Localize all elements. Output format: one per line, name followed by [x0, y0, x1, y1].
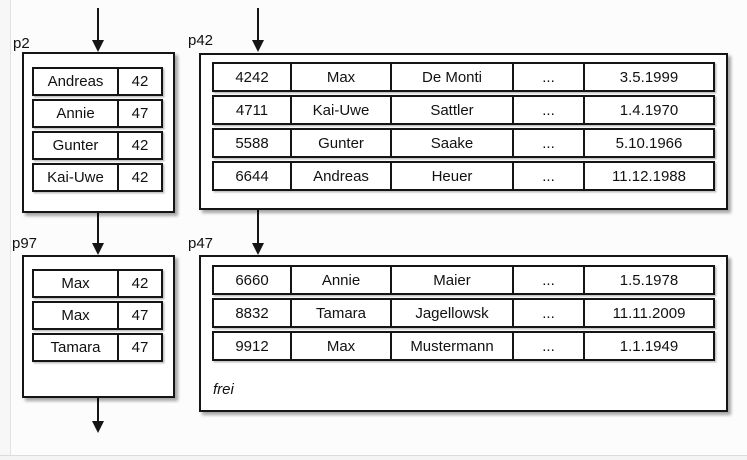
- table-cell: 11.11.2009: [583, 300, 713, 326]
- table-cell: Kai-Uwe: [47, 169, 104, 186]
- slide-left-edge-line: [10, 0, 11, 455]
- table-cell: 9912: [235, 337, 269, 355]
- slide-bottom-strip: [0, 456, 747, 460]
- table-cell: ...: [512, 97, 583, 123]
- table-cell: ...: [512, 64, 583, 90]
- arrow-p2-to-p97-head: [92, 243, 104, 255]
- table-cell: 42: [117, 133, 161, 158]
- arrow-into-p42-head: [252, 40, 264, 52]
- slide-bottom-edge-line: [0, 455, 747, 456]
- table-cell: 5.10.1966: [583, 130, 713, 156]
- table-cell: Gunter: [290, 130, 390, 156]
- arrow-p42-to-p47-head: [252, 243, 264, 255]
- table-cell: ...: [512, 163, 583, 189]
- table-cell: 4242: [235, 68, 269, 86]
- table-cell: Sattler: [390, 97, 512, 123]
- table-cell: Maier: [390, 267, 512, 293]
- table-row: Andreas 42: [32, 67, 163, 96]
- arrow-out-of-p97-head: [92, 421, 104, 433]
- table-cell: De Monti: [390, 64, 512, 90]
- table-cell: Kai-Uwe: [290, 97, 390, 123]
- table-cell: Max: [290, 64, 390, 90]
- table-cell: 11.12.1988: [583, 163, 713, 189]
- table-cell: Jagellowsk: [390, 300, 512, 326]
- table-cell: 42: [117, 165, 161, 190]
- table-row: Kai-Uwe 42: [32, 163, 163, 192]
- arrow-into-p42-line: [257, 8, 259, 42]
- table-row: Max 47: [32, 301, 163, 330]
- table-cell: 4711: [235, 101, 269, 119]
- table-cell: 3.5.1999: [583, 64, 713, 90]
- table-cell: Tamara: [290, 300, 390, 326]
- table-row: Tamara 47: [32, 333, 163, 362]
- table-cell: Heuer: [390, 163, 512, 189]
- table-cell: Andreas: [47, 73, 104, 90]
- table-row: Max 42: [32, 269, 163, 298]
- table-cell: ...: [512, 130, 583, 156]
- table-cell: ...: [512, 300, 583, 326]
- table-cell: 47: [117, 335, 161, 360]
- table-cell: Mustermann: [390, 333, 512, 359]
- table-cell: Annie: [56, 105, 95, 122]
- table-cell: 1.5.1978: [583, 267, 713, 293]
- page-label-p42: p42: [188, 32, 214, 49]
- table-cell: 1.4.1970: [583, 97, 713, 123]
- table-cell: 47: [117, 303, 161, 328]
- table-cell: Tamara: [50, 339, 101, 356]
- page-label-p2: p2: [13, 35, 30, 52]
- slide-left-margin: [0, 0, 10, 455]
- free-space-label: frei: [213, 381, 234, 398]
- table-cell: 42: [117, 271, 161, 296]
- arrow-out-of-p97-line: [97, 398, 99, 422]
- table-cell: 47: [117, 101, 161, 126]
- table-cell: 5588: [235, 134, 269, 152]
- table-row: Gunter 42: [32, 131, 163, 160]
- arrow-p2-to-p97-line: [97, 213, 99, 244]
- table-cell: 42: [117, 69, 161, 94]
- table-cell: 8832: [235, 304, 269, 322]
- table-row: Annie 47: [32, 99, 163, 128]
- table-cell: 6644: [235, 167, 269, 185]
- table-cell: Gunter: [52, 137, 99, 154]
- table-cell: 6660: [235, 271, 269, 289]
- table-cell: Max: [61, 275, 90, 292]
- table-cell: Saake: [390, 130, 512, 156]
- table-cell: Max: [290, 333, 390, 359]
- table-cell: 1.1.1949: [583, 333, 713, 359]
- page-label-p47: p47: [188, 235, 214, 252]
- table-cell: Annie: [290, 267, 390, 293]
- arrow-into-p2-line: [97, 8, 99, 42]
- table-cell: ...: [512, 267, 583, 293]
- page-label-p97: p97: [12, 235, 38, 252]
- arrow-p42-to-p47-line: [257, 210, 259, 244]
- table-cell: Max: [61, 307, 90, 324]
- table-cell: ...: [512, 333, 583, 359]
- arrow-into-p2-head: [92, 40, 104, 52]
- table-cell: Andreas: [290, 163, 390, 189]
